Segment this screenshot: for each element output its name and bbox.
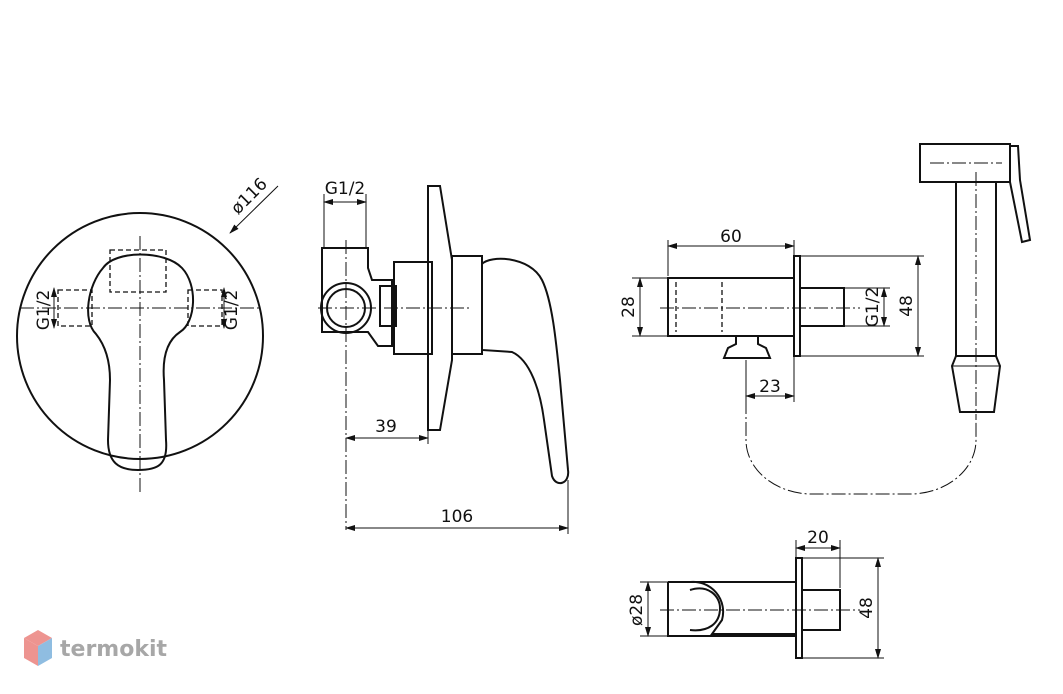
dim-48-label: 48 [897,295,917,317]
holder-view: 20 ø28 48 [627,528,884,659]
thread-label-right: G1/2 [222,290,242,331]
watermark-text: termokit [60,637,167,662]
hose-connector [722,336,772,359]
dim-28-label: 28 [619,296,639,318]
hose-path [745,400,977,495]
thread-label-left: G1/2 [34,290,54,331]
dim-106-label: 106 [441,507,473,527]
lever-handle [87,253,195,472]
dim-60-label: 60 [720,227,742,247]
watermark: termokit [24,630,167,666]
hand-shower [919,143,1032,420]
hidden-port-left [57,289,93,327]
dim-39-label: 39 [375,417,397,437]
side-view: G1/2 39 106 [318,179,570,534]
holder-body [667,580,797,637]
shower-trigger [1009,145,1032,244]
logo-left-face [24,638,38,666]
hidden-body [109,249,167,293]
holder-ring [689,587,722,632]
outlet-view: 60 28 G1/2 48 23 [619,227,977,495]
escutcheon-ring [451,255,483,355]
dim-23-label: 23 [759,377,781,397]
connector-block [379,285,397,327]
termokit-logo-icon [24,630,52,666]
outlet-body [667,277,795,337]
lever-side [481,257,570,485]
diameter-leader [229,185,279,234]
thread-label: G1/2 [863,287,883,328]
dim-28-diameter-label: ø28 [627,594,647,626]
outlet-thread-stub [799,287,845,327]
logo-right-face [38,638,52,666]
thread-label-top: G1/2 [325,179,366,199]
dim-48b-label: 48 [857,597,877,619]
dim-20-label: 20 [807,528,829,548]
diameter-label: ø116 [227,174,271,218]
front-view: G1/2 G1/2 ø116 [16,174,279,492]
